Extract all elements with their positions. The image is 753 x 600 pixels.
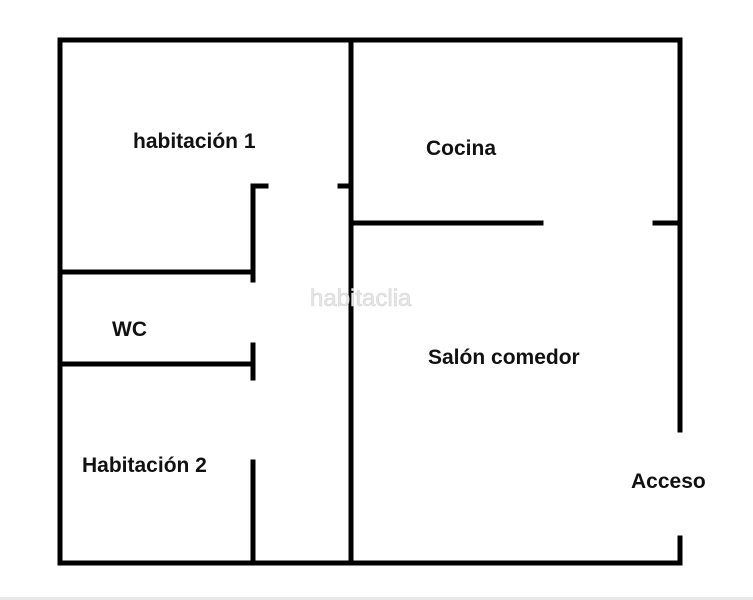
room-label-habitacion-2: Habitación 2 bbox=[82, 454, 207, 477]
room-label-salon-comedor: Salón comedor bbox=[428, 346, 580, 369]
room-labels: habitación 1 Cocina WC Salón comedor Hab… bbox=[82, 130, 706, 493]
watermark: habitaclia bbox=[310, 285, 412, 312]
room-label-acceso: Acceso bbox=[631, 470, 706, 493]
room-label-cocina: Cocina bbox=[426, 137, 496, 160]
room-label-wc: WC bbox=[112, 318, 147, 341]
bottom-strip bbox=[0, 597, 753, 600]
interior-walls bbox=[57, 37, 683, 566]
outer-walls bbox=[57, 37, 683, 566]
room-label-habitacion-1: habitación 1 bbox=[133, 130, 256, 153]
